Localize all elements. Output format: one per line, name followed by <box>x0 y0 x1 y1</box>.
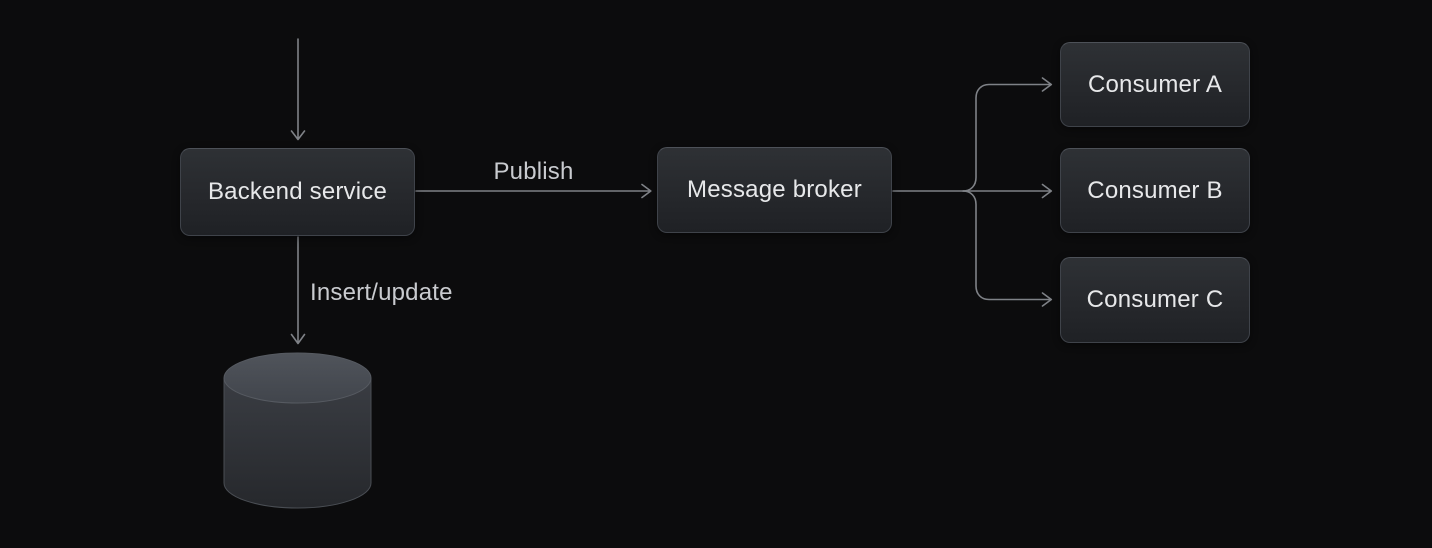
database-cylinder-icon <box>223 352 372 509</box>
node-backend-service: Backend service <box>180 148 415 236</box>
node-consumer-c-label: Consumer C <box>1086 286 1224 313</box>
arrow-inbound-top <box>290 38 306 141</box>
node-consumer-b-label: Consumer B <box>1087 176 1223 204</box>
node-consumer-a-label: Consumer A <box>1087 70 1223 98</box>
arrow-broker-to-consumer-b <box>892 183 1053 199</box>
node-consumer-b: Consumer B <box>1060 148 1250 233</box>
node-consumer-a: Consumer A <box>1060 42 1250 127</box>
node-backend-service-label: Backend service <box>207 178 388 205</box>
arrow-publish <box>415 183 652 199</box>
node-message-broker-label: Message broker <box>687 176 862 203</box>
node-consumer-c: Consumer C <box>1060 257 1250 343</box>
arrow-insert-update <box>290 236 306 345</box>
node-message-broker: Message broker <box>657 147 892 233</box>
arrow-broker-to-consumer-a <box>962 77 1053 192</box>
arrow-broker-to-consumer-c <box>962 190 1053 307</box>
edge-label-insert-update: Insert/update <box>310 279 453 306</box>
edge-label-publish: Publish <box>493 158 574 185</box>
